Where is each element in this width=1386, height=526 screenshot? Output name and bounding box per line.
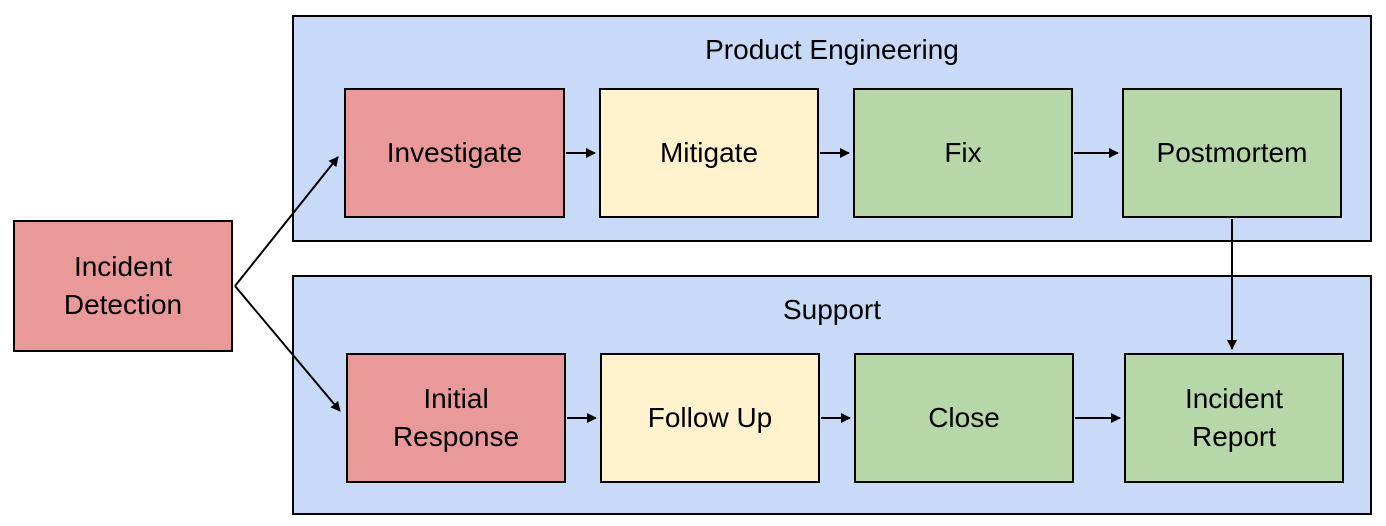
node-label-incident-detection: Incident Detection: [63, 251, 183, 320]
node-label-fix: Fix: [944, 137, 982, 169]
node-postmortem[interactable]: Postmortem: [1122, 88, 1342, 218]
node-fix[interactable]: Fix: [853, 88, 1073, 218]
node-close[interactable]: Close: [854, 353, 1074, 483]
node-label-mitigate: Mitigate: [659, 137, 759, 169]
node-investigate[interactable]: Investigate: [344, 88, 565, 218]
group-title-support: Support: [782, 294, 882, 325]
node-label-initial-response: Initial Response: [392, 383, 520, 452]
node-label-investigate: Investigate: [386, 137, 523, 169]
node-mitigate[interactable]: Mitigate: [599, 88, 819, 218]
node-incident-report[interactable]: Incident Report: [1124, 353, 1344, 483]
node-label-incident-report: Incident Report: [1184, 383, 1284, 452]
node-label-postmortem: Postmortem: [1156, 137, 1308, 169]
node-label-close: Close: [928, 402, 1000, 434]
node-label-follow-up: Follow Up: [647, 402, 773, 434]
group-title-product-engineering: Product Engineering: [705, 34, 959, 65]
node-incident-detection[interactable]: Incident Detection: [13, 220, 233, 352]
node-follow-up[interactable]: Follow Up: [600, 353, 820, 483]
node-initial-response[interactable]: Initial Response: [346, 353, 566, 483]
